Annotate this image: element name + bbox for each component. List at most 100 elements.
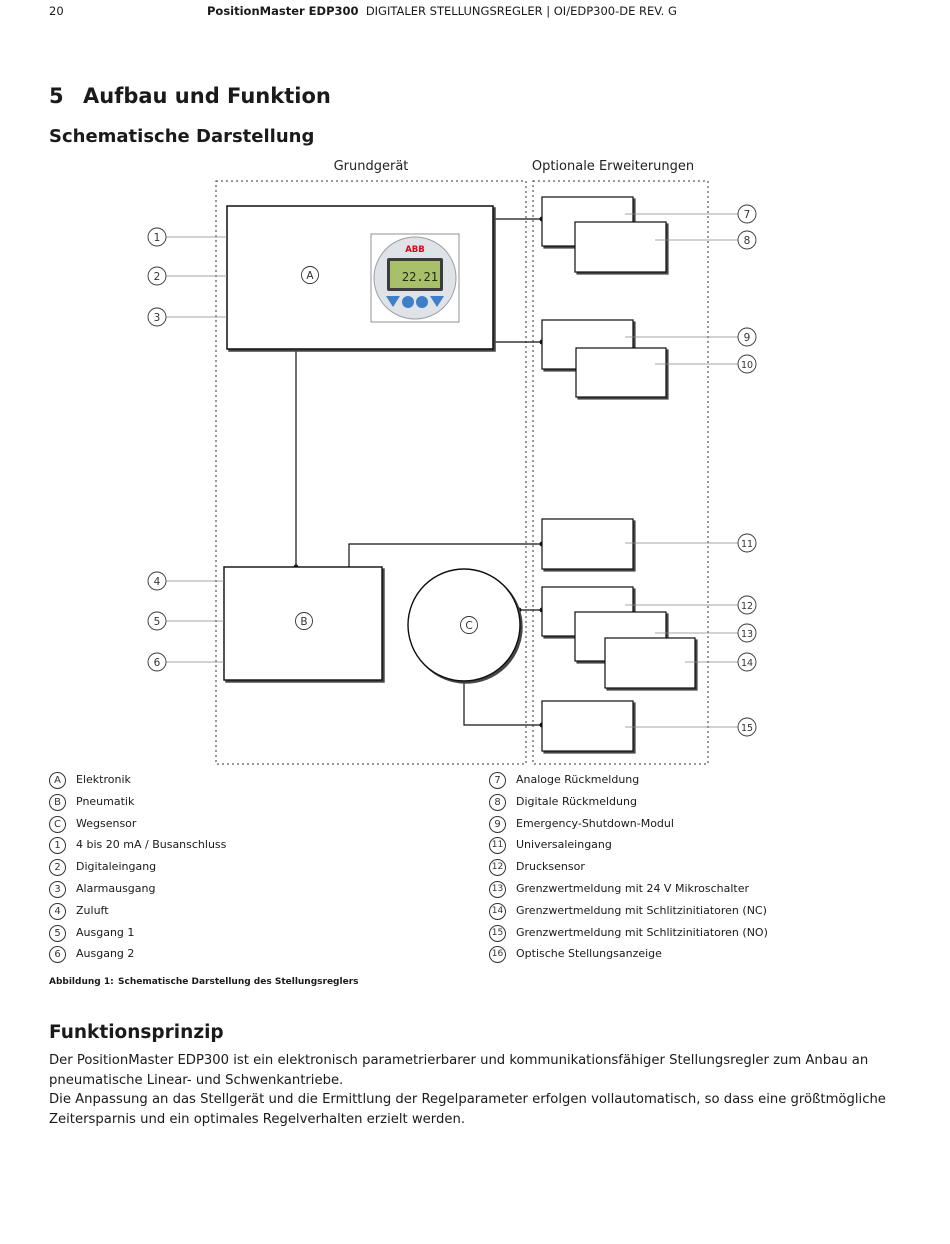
legend-item: B Pneumatik (49, 793, 469, 816)
legend-key: A (49, 772, 66, 789)
legend-text: Grenzwertmeldung mit 24 V Mikroschalter (516, 881, 750, 895)
block-a-letter: A (306, 270, 314, 282)
svg-text:7: 7 (744, 209, 751, 221)
callout-15: 15 (737, 717, 757, 737)
schematic-diagram: Grundgerät Optionale Erweiterungen A ABB… (147, 159, 757, 765)
paragraph-line-1: Der PositionMaster EDP300 ist ein elektr… (49, 1053, 869, 1088)
svg-text:1: 1 (154, 232, 161, 244)
legend-key: 14 (489, 902, 506, 920)
callout-7: 7 (737, 204, 757, 224)
block-b-letter: B (300, 616, 307, 628)
callout-10: 10 (737, 354, 757, 374)
callout-1: 1 (147, 227, 167, 247)
callout-11: 11 (737, 533, 757, 553)
section-title: Aufbau und Funktion (83, 84, 331, 108)
legend-text: 4 bis 20 mA / Busanschluss (76, 838, 227, 852)
legend-text: Grenzwertmeldung mit Schlitzinitiatoren … (516, 925, 768, 939)
caption-text: Schematische Darstellung des Stellungsre… (118, 977, 359, 987)
connection-lines (295, 218, 542, 726)
legend-text: Universaleingang (516, 838, 612, 852)
body-paragraph: Der PositionMaster EDP300 ist ein elektr… (49, 1051, 909, 1129)
block-c-marker (460, 616, 478, 634)
legend-text: Pneumatik (76, 794, 135, 808)
svg-text:13: 13 (741, 629, 753, 640)
callout-6: 6 (147, 652, 167, 672)
legend-item: 12 Drucksensor (489, 859, 909, 881)
block-b-marker (295, 612, 313, 630)
svg-text:5: 5 (154, 616, 161, 628)
callout-13: 13 (737, 623, 757, 643)
legend-text: Wegsensor (76, 816, 137, 830)
callout-9: 9 (737, 327, 757, 347)
basic-unit-frame (215, 180, 527, 765)
callout-12: 12 (737, 595, 757, 615)
legend-text: Zuluft (76, 903, 109, 917)
header-title: PositionMaster EDP300 DIGITALER STELLUNG… (207, 4, 677, 18)
legend-key: B (49, 793, 66, 811)
display-module: ABB 22.21 (370, 233, 460, 323)
figure-caption: Abbildung 1:Schematische Darstellung des… (49, 977, 359, 987)
svg-text:12: 12 (741, 601, 753, 612)
legend-key: 16 (489, 946, 506, 964)
legend-key: 8 (489, 793, 506, 811)
page-header: 20 PositionMaster EDP300 DIGITALER STELL… (49, 4, 910, 20)
group-label-basic: Grundgerät (334, 159, 409, 174)
legend-key: 3 (49, 880, 66, 898)
legend-item: 6 Ausgang 2 (49, 946, 469, 968)
block-a-marker (301, 266, 319, 284)
legend-text: Analoge Rückmeldung (516, 773, 640, 786)
svg-text:6: 6 (154, 657, 161, 669)
legend-key: 12 (489, 859, 506, 877)
callout-3: 3 (147, 307, 167, 327)
section-subheading: Funktionsprinzip (49, 1022, 224, 1043)
legend-text: Drucksensor (516, 860, 585, 874)
callout-2: 2 (147, 266, 167, 286)
svg-text:15: 15 (741, 723, 753, 734)
page-number: 20 (49, 4, 64, 18)
display-value: 22.21 (402, 270, 438, 284)
legend-item: 16 Optische Stellungsanzeige (489, 946, 909, 968)
legend-item: A Elektronik (49, 772, 469, 794)
legend-item: 5 Ausgang 1 (49, 924, 469, 947)
legend-text: Ausgang 1 (76, 925, 135, 939)
svg-text:10: 10 (741, 360, 753, 371)
legend-key: C (49, 815, 66, 833)
svg-text:11: 11 (741, 539, 753, 550)
header-rest: DIGITALER STELLUNGSREGLER | OI/EDP300-DE… (365, 4, 677, 18)
svg-text:3: 3 (154, 312, 161, 324)
legend-item: 9 Emergency-Shutdown-Modul (489, 815, 909, 838)
legend-key: 6 (49, 946, 66, 964)
legend-key: 4 (49, 902, 66, 920)
legend-key: 2 (49, 859, 66, 877)
legend-text: Optische Stellungsanzeige (516, 947, 662, 961)
legend-key: 5 (49, 924, 66, 942)
display-buttons (386, 296, 444, 308)
legend-text: Emergency-Shutdown-Modul (516, 816, 674, 830)
paragraph-line-2: Die Anpassung an das Stellgerät und die … (49, 1092, 886, 1127)
options-frame (532, 180, 709, 765)
callout-4: 4 (147, 571, 167, 591)
callout-5: 5 (147, 611, 167, 631)
svg-text:4: 4 (154, 576, 161, 588)
svg-text:8: 8 (744, 235, 751, 247)
legend-text: Elektronik (76, 773, 131, 786)
option-modules (541, 196, 696, 752)
legend-key: 9 (489, 815, 506, 833)
group-label-options: Optionale Erweiterungen (532, 159, 694, 174)
callout-8: 8 (737, 230, 757, 250)
legend-item: 3 Alarmausgang (49, 880, 469, 903)
legend-text: Alarmausgang (76, 881, 156, 895)
header-product: PositionMaster EDP300 (207, 4, 359, 18)
legend-key: 15 (489, 924, 506, 942)
subheading: Schematische Darstellung (49, 126, 315, 147)
svg-text:14: 14 (741, 658, 753, 669)
legend-text: Ausgang 2 (76, 947, 135, 961)
